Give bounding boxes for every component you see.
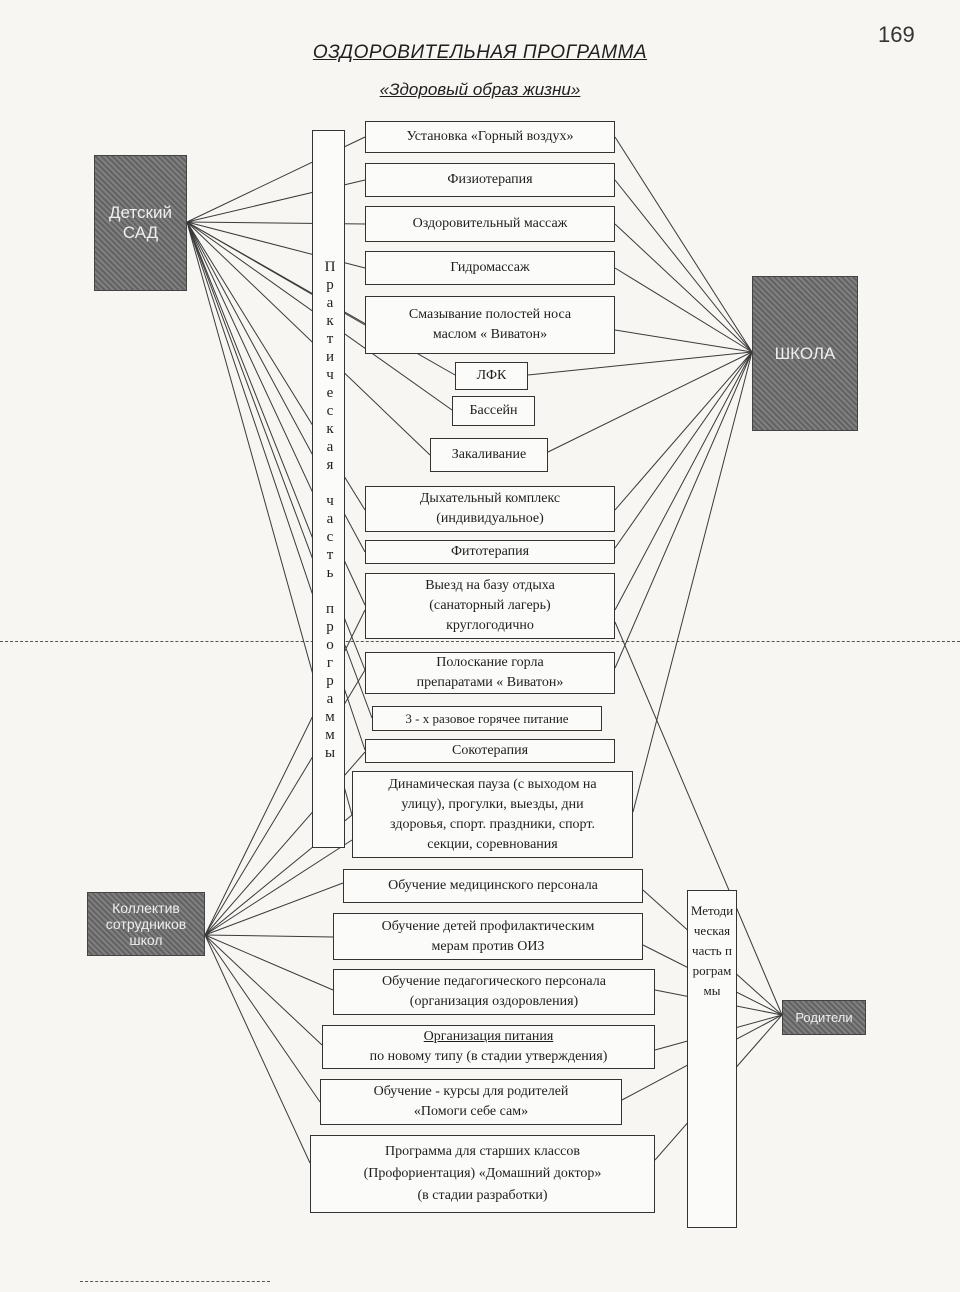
item-senior-program-line2: (Профориентация) «Домашний доктор» (363, 1166, 602, 1181)
scan-artifact-line (0, 641, 960, 642)
node-kindergarten-label: Детский САД (109, 203, 172, 242)
scan-artifact-line (80, 1281, 270, 1282)
item-hot-meals: 3 - х разовое горячее питание (372, 706, 602, 731)
item-hydromassage-label: Гидромассаж (450, 260, 530, 275)
item-nasal-oil-line2: маслом « Виватон» (432, 327, 548, 342)
node-parents: Родители (782, 1000, 866, 1035)
item-physiotherapy: Физиотерапия (365, 163, 615, 197)
item-breathing-line1: Дыхательный комплекс (419, 491, 561, 506)
methodical-part-bar-label: Методическая часть программы (690, 903, 734, 998)
item-pool-label: Бассейн (469, 403, 518, 418)
node-kindergarten: Детский САД (94, 155, 187, 291)
item-nutrition: Организация питания по новому типу (в ст… (322, 1025, 655, 1069)
item-phytotherapy-label: Фитотерапия (450, 544, 530, 559)
item-recreation-trip-line2: (санаторный лагерь) (429, 598, 551, 613)
item-recreation-trip-line1: Выезд на базу отдыха (425, 578, 555, 593)
item-teacher-training-line1: Обучение педагогического персонала (382, 974, 606, 989)
item-dynamic-pause-line1: Динамическая пауза (с выходом на (388, 776, 597, 792)
item-teacher-training-line2: (организация оздоровления) (409, 994, 579, 1009)
item-pool: Бассейн (452, 396, 535, 426)
item-children-ioz-training-line2: мерам против ОИЗ (431, 938, 545, 954)
item-massage-label: Оздоровительный массаж (412, 216, 568, 231)
node-school: ШКОЛА (752, 276, 858, 431)
item-breathing: Дыхательный комплекс (индивидуальное) (365, 486, 615, 532)
item-hydromassage: Гидромассаж (365, 251, 615, 285)
item-juice-therapy: Сокотерапия (365, 739, 615, 763)
item-nasal-oil: Смазывание полостей носа маслом « Вивато… (365, 296, 615, 354)
item-senior-program: Программа для старших классов (Профориен… (310, 1135, 655, 1213)
practical-part-bar: Практическая часть программы (312, 130, 345, 848)
item-nutrition-line2: по новому типу (в стадии утверждения) (369, 1049, 608, 1064)
item-children-ioz-training-line1: Обучение детей профилактическим (381, 918, 595, 934)
node-parents-label: Родители (795, 1009, 853, 1025)
item-mountain-air-label: Установка «Горный воздух» (406, 129, 574, 144)
item-nutrition-line1: Организация питания (423, 1029, 554, 1044)
item-hardening-label: Закаливание (451, 447, 527, 462)
node-school-label: ШКОЛА (774, 343, 836, 363)
item-children-ioz-training: Обучение детей профилактическим мерам пр… (333, 913, 643, 960)
item-teacher-training: Обучение педагогического персонала (орга… (333, 969, 655, 1015)
page-number: 169 (878, 22, 915, 47)
item-medical-staff-training: Обучение медицинского персонала (343, 869, 643, 903)
node-staff-label: Коллектив сотрудников школ (105, 900, 187, 948)
item-parent-courses-line2: «Помоги себе сам» (413, 1104, 529, 1119)
item-hardening: Закаливание (430, 438, 548, 472)
item-phytotherapy: Фитотерапия (365, 540, 615, 564)
item-dynamic-pause: Динамическая пауза (с выходом на улицу),… (352, 771, 633, 858)
item-senior-program-line1: Программа для старших классов (385, 1144, 580, 1159)
item-recreation-trip: Выезд на базу отдыха (санаторный лагерь)… (365, 573, 615, 639)
item-dynamic-pause-line2: улицу), прогулки, выезды, дни (401, 796, 584, 812)
item-physiotherapy-label: Физиотерапия (447, 172, 533, 187)
item-breathing-line2: (индивидуальное) (436, 511, 544, 526)
item-parent-courses: Обучение - курсы для родителей «Помоги с… (320, 1079, 622, 1125)
item-parent-courses-line1: Обучение - курсы для родителей (373, 1084, 569, 1099)
item-medical-staff-training-label: Обучение медицинского персонала (388, 878, 598, 893)
item-mountain-air: Установка «Горный воздух» (365, 121, 615, 153)
item-dynamic-pause-line3: здоровья, спорт. праздники, спорт. (390, 816, 595, 832)
item-dynamic-pause-line4: секции, соревнования (427, 836, 558, 852)
item-lfk-label: ЛФК (476, 368, 507, 383)
item-gargling: Полоскание горла препаратами « Виватон» (365, 652, 615, 694)
item-hot-meals-label: 3 - х разовое горячее питание (405, 710, 569, 726)
page-subtitle: «Здоровый образ жизни» (379, 80, 581, 99)
page-title: ОЗДОРОВИТЕЛЬНАЯ ПРОГРАММА (312, 42, 648, 63)
item-gargling-line2: препаратами « Виватон» (416, 675, 564, 690)
node-staff: Коллектив сотрудников школ (87, 892, 205, 956)
item-lfk: ЛФК (455, 362, 528, 390)
item-massage: Оздоровительный массаж (365, 206, 615, 242)
item-juice-therapy-label: Сокотерапия (451, 743, 529, 758)
item-senior-program-line3: (в стадии разработки) (417, 1188, 548, 1203)
item-recreation-trip-line3: круглогодично (446, 618, 534, 633)
methodical-part-bar: Методическая часть программы (687, 890, 737, 1228)
item-nasal-oil-line1: Смазывание полостей носа (408, 307, 572, 322)
item-gargling-line1: Полоскание горла (436, 655, 544, 670)
practical-part-bar-label: Практическая часть программы (322, 259, 338, 763)
